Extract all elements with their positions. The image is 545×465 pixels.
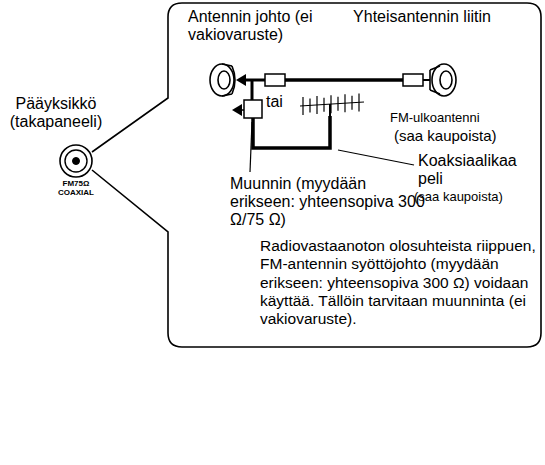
- part-label: Koaksiaalikaa peli: [418, 152, 528, 188]
- antenna-element: [344, 94, 345, 112]
- fm-antenna: [300, 93, 364, 118]
- antenna-wire: [236, 74, 430, 100]
- antenna-element: [351, 96, 352, 110]
- part-label: Muunnin (myydään erikseen: yhteensopiva …: [230, 175, 435, 229]
- antenna-element: [316, 96, 317, 114]
- note-text: Radiovastaanoton olosuhteista riippuen, …: [260, 237, 538, 328]
- part-label: Antennin johto (ei vakiovaruste): [188, 8, 348, 44]
- antenna-element: [309, 99, 310, 113]
- part-label: Yhteisantennin liitin: [352, 8, 492, 26]
- antenna-socket: [430, 64, 456, 96]
- part-label: Pääyksikkö (takapaneeli): [0, 95, 112, 131]
- note-label: tai: [266, 93, 296, 111]
- note-label: (saa kaupoista): [414, 190, 534, 205]
- note-label: (saa kaupoista): [394, 128, 524, 145]
- antenna-element: [323, 98, 324, 112]
- leader-line: [250, 122, 252, 172]
- coaxial-jack: [60, 145, 92, 177]
- callout-panel-outline: [92, 3, 541, 347]
- coaxial-cable: [253, 116, 330, 148]
- converter: [232, 100, 262, 118]
- antenna-element: [358, 93, 359, 111]
- antenna-element: [337, 97, 338, 111]
- leader-line: [338, 150, 414, 165]
- terminal-label: FM75Ω COAXIAL: [56, 180, 96, 198]
- antenna-element: [302, 97, 303, 115]
- cable-plug: [210, 64, 235, 96]
- part-label: FM-ulkoantenni: [390, 111, 510, 126]
- antenna-element: [330, 95, 331, 113]
